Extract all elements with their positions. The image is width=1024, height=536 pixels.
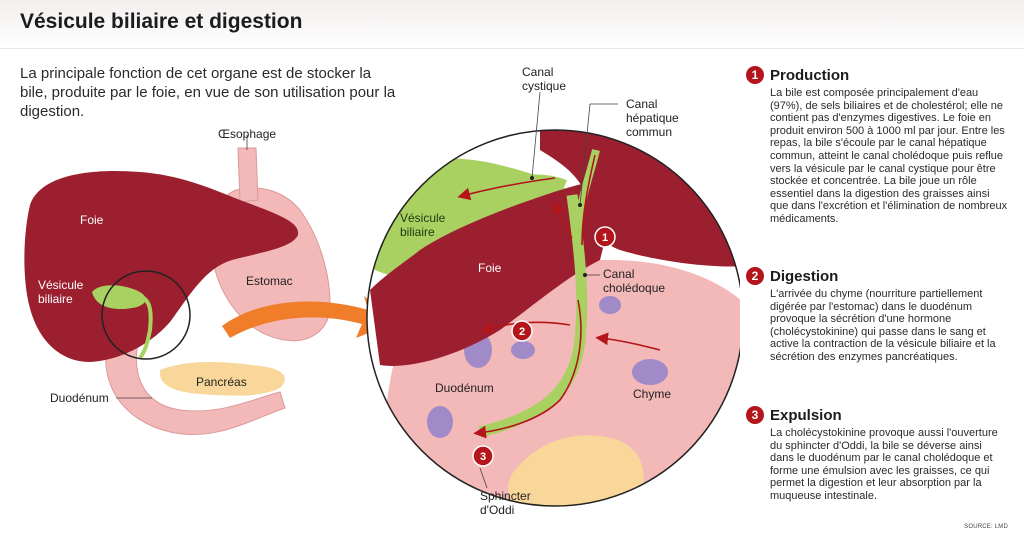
- label-canal-hepatique-3: commun: [626, 125, 672, 139]
- label-pancreas: Pancréas: [196, 375, 247, 389]
- zoom-view: [367, 130, 740, 506]
- section-number: 1: [746, 66, 764, 84]
- oesophagus-shape: [237, 147, 259, 203]
- chyme-blob: [511, 341, 535, 359]
- flow-arrow: [595, 332, 661, 351]
- label-sphincter-2: d'Oddi: [480, 503, 514, 517]
- chyme-blob: [632, 359, 668, 385]
- label-canal-hepatique-1: Canal: [626, 97, 657, 111]
- label-oesophage: Œsophage: [218, 127, 276, 141]
- flow-arrow: [457, 177, 556, 201]
- section-title: Digestion: [770, 267, 839, 285]
- liver-shape: [24, 170, 299, 362]
- intro-text: La principale fonction de cet organe est…: [20, 65, 396, 120]
- marker-3: 3: [472, 445, 494, 467]
- page-title: Vésicule biliaire et digestion: [20, 10, 303, 33]
- magnifier-circle: [101, 270, 191, 360]
- section-expulsion: 3 Expulsion La cholécystokinine provoque…: [746, 406, 1008, 503]
- marker-1: 1: [594, 226, 616, 248]
- label-canal-cystique-2: cystique: [522, 79, 566, 93]
- section-text: La bile est composée principalement d'ea…: [770, 87, 1008, 225]
- cystic-duct: [468, 174, 568, 195]
- left-overview: Œsophage Foie Vésicule biliaire Estomac …: [24, 127, 331, 436]
- header-band: Vésicule biliaire et digestion: [0, 0, 1024, 49]
- marker-2: 2: [511, 320, 533, 342]
- label-canal-choledoque-1: Canal: [603, 267, 634, 281]
- label-vesicule-zoom-1: Vésicule: [400, 211, 446, 225]
- section-text: L'arrivée du chyme (nourriture partielle…: [770, 288, 996, 363]
- zoom-circle-outline: [366, 129, 740, 507]
- duodenum-shape: [105, 329, 286, 436]
- bile-duct-shape: [138, 294, 153, 360]
- liver-zoom: [370, 179, 620, 366]
- svg-text:2: 2: [519, 326, 525, 338]
- label-vesicule-zoom-2: biliaire: [400, 225, 435, 239]
- chyme-blob: [427, 406, 453, 438]
- chyme-blob: [599, 296, 621, 314]
- anatomy-illustration: Œsophage Foie Vésicule biliaire Estomac …: [24, 65, 740, 517]
- label-foie-left: Foie: [80, 213, 104, 227]
- section-digestion: 2 Digestion L'arrivée du chyme (nourritu…: [746, 267, 1008, 364]
- section-number: 3: [746, 406, 764, 424]
- label-foie-zoom: Foie: [478, 261, 502, 275]
- flow-arrow: [473, 299, 582, 439]
- source-credit: SOURCE: LMD: [964, 524, 1008, 530]
- label-canal-hepatique-2: hépatique: [626, 111, 679, 125]
- pancreas-zoom: [508, 435, 644, 506]
- section-number: 2: [746, 267, 764, 285]
- svg-text:3: 3: [480, 451, 486, 463]
- label-estomac: Estomac: [246, 274, 293, 288]
- label-canal-cystique-1: Canal: [522, 65, 553, 79]
- label-duodenum-zoom: Duodénum: [435, 381, 494, 395]
- label-duodenum-left: Duodénum: [50, 391, 109, 405]
- label-sphincter-1: Sphincter: [480, 489, 531, 503]
- label-chyme: Chyme: [633, 387, 671, 401]
- pancreas-shape: [159, 362, 285, 396]
- label-vesicule-left-1: Vésicule: [38, 278, 84, 292]
- flow-arrow: [581, 154, 596, 246]
- label-canal-choledoque-2: cholédoque: [603, 281, 665, 295]
- svg-text:1: 1: [602, 232, 608, 244]
- gallbladder-shape: [92, 285, 146, 310]
- section-title: Expulsion: [770, 406, 842, 424]
- label-vesicule-left-2: biliaire: [38, 292, 73, 306]
- zoom-arrow: [222, 296, 396, 338]
- flow-arrow: [553, 200, 573, 239]
- section-title: Production: [770, 66, 850, 84]
- section-text: La cholécystokinine provoque aussi l'ouv…: [770, 427, 998, 502]
- section-production: 1 Production La bile est composée princi…: [746, 66, 1008, 226]
